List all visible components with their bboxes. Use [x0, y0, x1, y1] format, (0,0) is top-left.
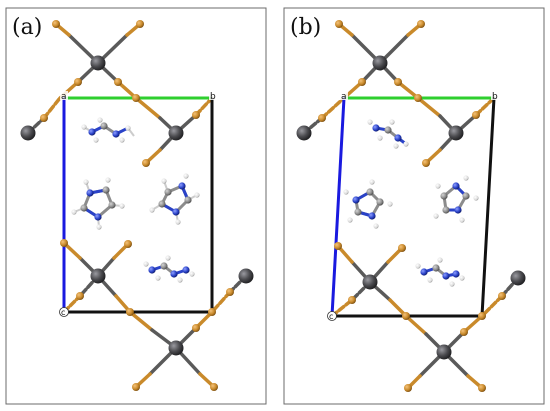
panel-a-imidazolium-2	[149, 173, 200, 225]
panel-b-halide-atoms	[318, 20, 506, 392]
panel-b-cell-labels: a b c	[327, 91, 499, 321]
panel-a-halide-atoms	[40, 20, 234, 391]
panel-b-imidazolium-2	[433, 175, 479, 223]
panel-a-cell-labels: a b c	[59, 91, 217, 317]
panel-a-b-axis-label: b	[210, 92, 216, 102]
panel-a-a-axis-label: a	[61, 92, 67, 102]
panel-a-frame	[5, 7, 267, 405]
panel-b-a-axis-label: a	[341, 92, 347, 102]
panel-b-b-axis-label: b	[492, 92, 498, 102]
panel-b: (b)	[283, 7, 545, 405]
panel-b-frame	[283, 7, 545, 405]
panel-b-cell-edge-right	[480, 96, 496, 318]
panel-a-formamidinium-1	[81, 117, 135, 143]
panel-b-formamidinium-2	[415, 257, 465, 287]
panel-b-formamidinium-1	[367, 119, 409, 149]
panel-a-formamidinium-2	[143, 255, 195, 283]
panel-a-origin-label: c	[61, 308, 65, 317]
panel-a: (a)	[5, 7, 267, 405]
panel-a-label: (a)	[12, 15, 42, 40]
panel-a-imidazolium-1	[71, 177, 125, 230]
panel-b-a-axis-line	[330, 96, 346, 318]
panel-b-imidazolium-1	[343, 179, 393, 229]
panel-b-metal-atoms	[296, 55, 526, 360]
panel-b-origin-label: c	[329, 312, 333, 321]
panel-b-label: (b)	[290, 15, 321, 40]
panel-a-metal-atoms	[20, 55, 254, 356]
